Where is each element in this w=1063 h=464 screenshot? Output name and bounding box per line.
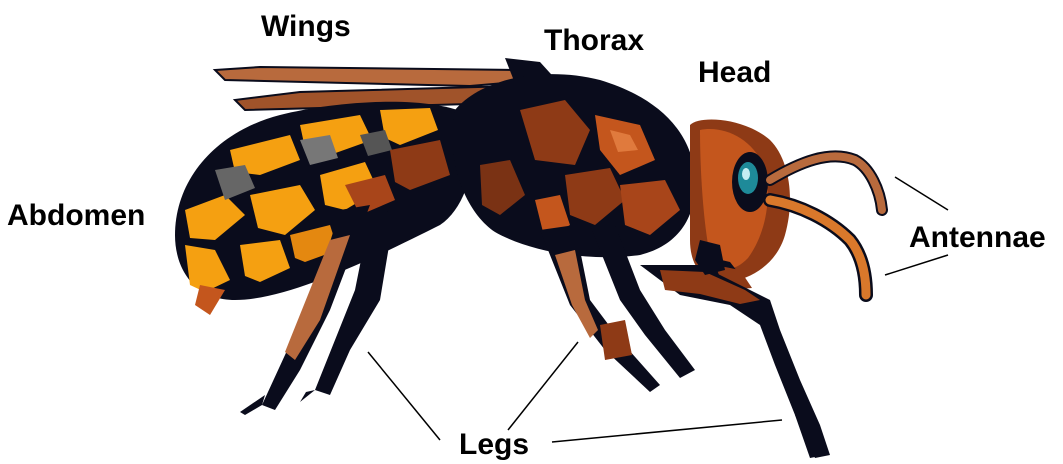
leader-line-legs-rear [368, 352, 440, 440]
leader-line-legs-middle [508, 342, 578, 430]
label-abdomen: Abdomen [7, 201, 145, 231]
label-legs: Legs [459, 430, 529, 460]
label-thorax: Thorax [544, 26, 644, 56]
label-wings: Wings [261, 12, 351, 42]
leader-line-antennae-lower [885, 255, 948, 275]
leader-line-legs-front [552, 420, 782, 442]
label-antennae: Antennae [909, 223, 1046, 253]
leader-line-antennae-upper [895, 177, 948, 210]
label-head: Head [698, 58, 771, 88]
